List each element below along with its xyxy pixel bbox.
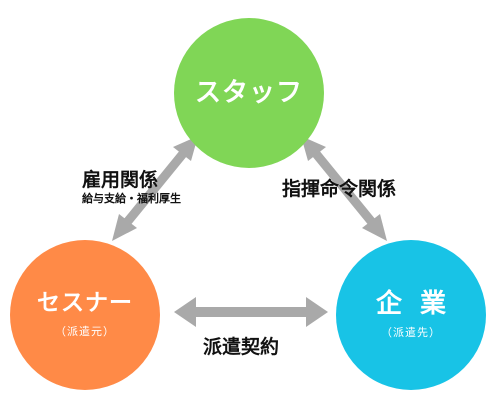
arrow-dispatch: [174, 297, 328, 327]
command-label: 指揮命令関係: [282, 178, 397, 200]
node-company-subtitle: （派遣先）: [381, 326, 441, 340]
employment-sublabel: 給与支給・福利厚生: [82, 192, 181, 205]
employment-label: 雇用関係: [82, 169, 159, 191]
dispatch-contract-label: 派遣契約: [203, 336, 280, 358]
node-company-title: 企業: [375, 288, 464, 319]
node-sesnar-subtitle: （派遣元）: [55, 324, 115, 338]
node-sesnar: セスナー （派遣元）: [10, 240, 160, 390]
node-sesnar-title: セスナー: [37, 290, 133, 317]
node-company: 企業 （派遣先）: [336, 240, 486, 390]
node-staff-title: スタッフ: [194, 77, 303, 108]
arrow-command: [301, 136, 387, 241]
node-staff: スタッフ: [174, 18, 324, 168]
